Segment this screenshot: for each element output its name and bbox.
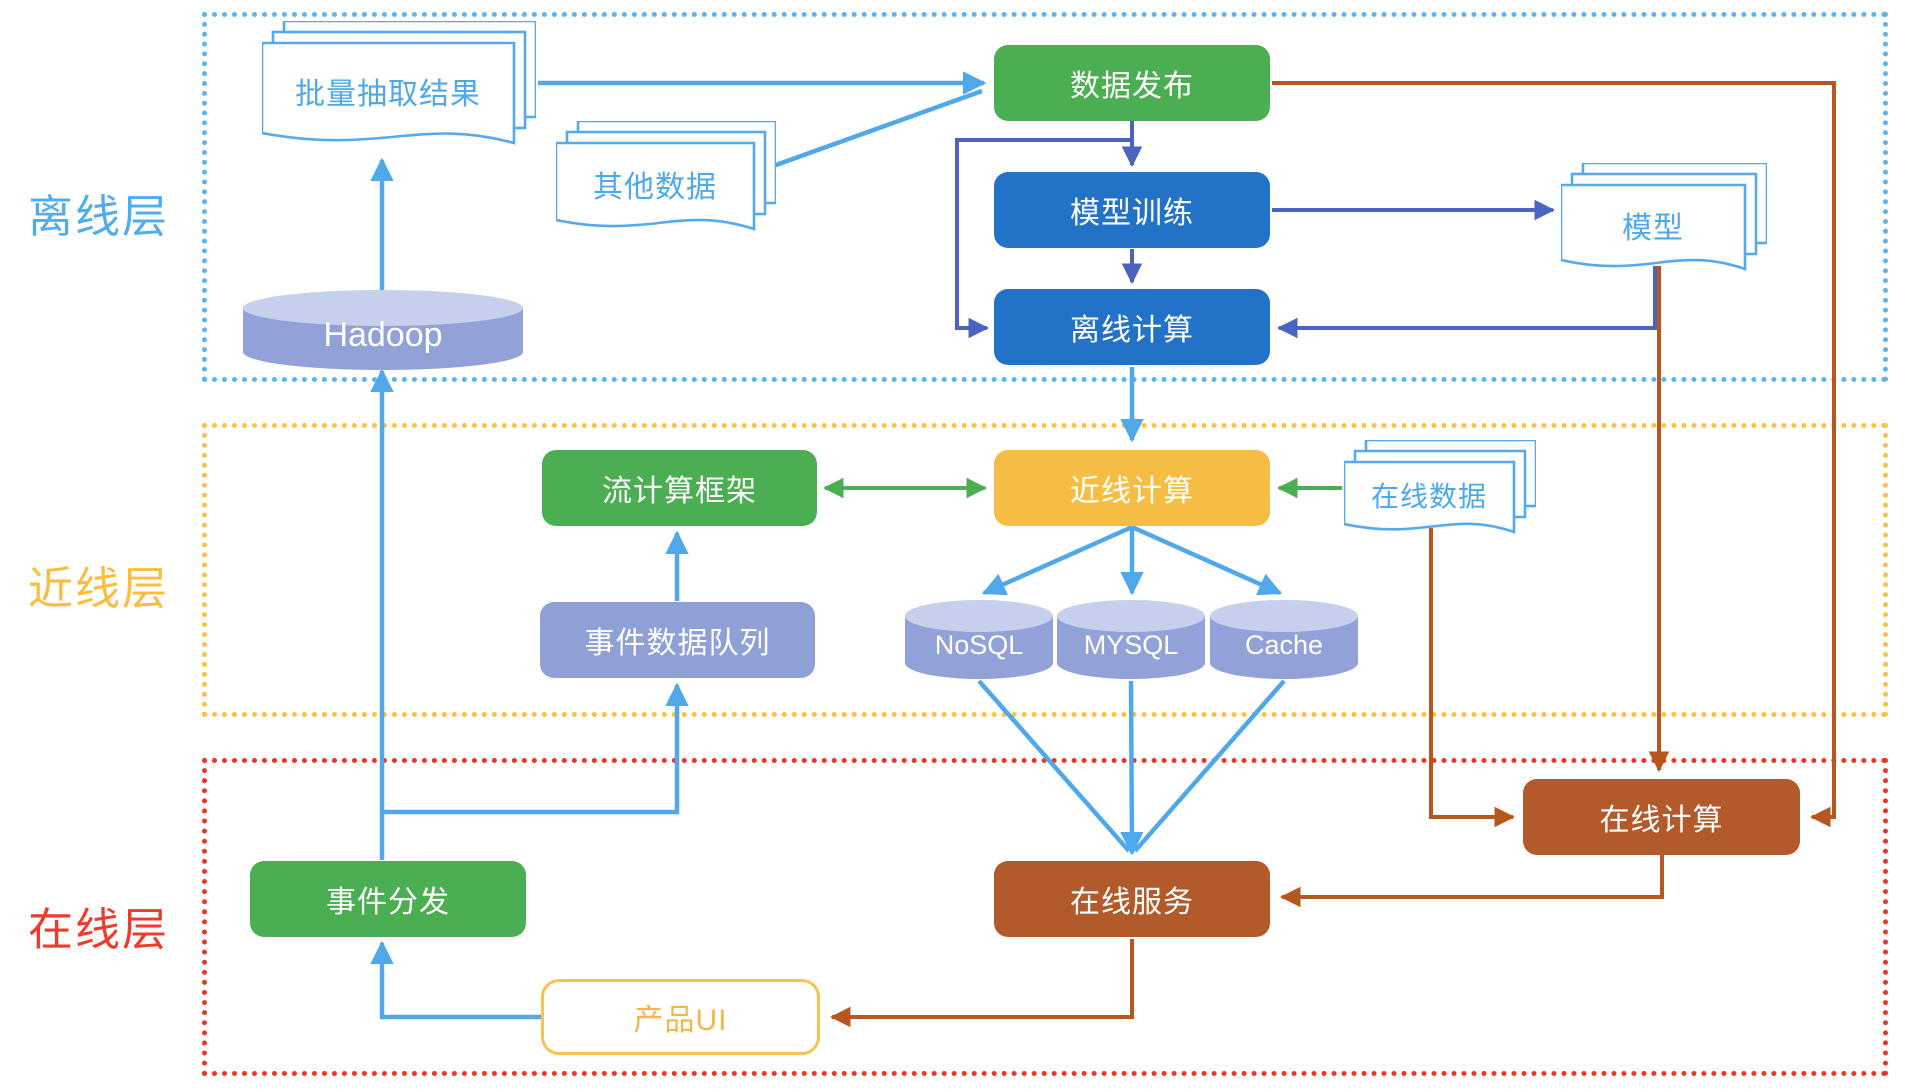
edge-otherdata-datapublish bbox=[761, 88, 983, 173]
node-product-ui: 产品UI bbox=[541, 979, 820, 1055]
database-cylinder-icon bbox=[905, 600, 1053, 679]
database-cylinder-icon bbox=[1057, 600, 1205, 679]
edge-nearline-nosql bbox=[981, 524, 1133, 596]
node-online-data: 在线数据 bbox=[1342, 438, 1538, 550]
offline-layer-boundary bbox=[202, 12, 1888, 382]
database-cylinder-icon bbox=[243, 290, 523, 370]
node-data-publish: 数据发布 bbox=[994, 45, 1270, 121]
node-label: 其他数据 bbox=[593, 171, 717, 204]
edge-mysql-onlineservice bbox=[1120, 680, 1144, 856]
document-stack-icon bbox=[260, 19, 538, 145]
node-model: 模型 bbox=[1559, 161, 1769, 287]
edge-onlinedata-onlinecompute bbox=[1429, 528, 1516, 828]
node-nosql: NoSQL bbox=[905, 600, 1053, 680]
node-cache: Cache bbox=[1210, 600, 1358, 680]
nearline-layer-label: 近线层 bbox=[28, 563, 170, 614]
node-label: 在线数据 bbox=[1370, 481, 1487, 512]
edge-datapublish-onlinecompute bbox=[1272, 81, 1836, 828]
edge-productui-eventdispatch bbox=[370, 940, 541, 1020]
node-other-data: 其他数据 bbox=[554, 119, 778, 247]
edge-nosql-onlineservice bbox=[977, 679, 1131, 853]
node-batch-extract-result: 批量抽取结果 bbox=[260, 19, 538, 163]
node-nearline-compute: 近线计算 bbox=[994, 450, 1270, 526]
node-model-training: 模型训练 bbox=[994, 172, 1270, 248]
online-layer-boundary bbox=[202, 758, 1888, 1076]
nearline-layer-boundary bbox=[202, 423, 1888, 717]
edge-nearline-cache bbox=[1131, 524, 1283, 596]
document-stack-icon bbox=[1342, 438, 1538, 534]
node-mysql: MYSQL bbox=[1057, 600, 1205, 680]
node-online-service: 在线服务 bbox=[994, 861, 1270, 937]
node-event-queue: 事件数据队列 bbox=[540, 602, 815, 678]
node-stream-framework: 流计算框架 bbox=[542, 450, 817, 526]
node-hadoop: Hadoop bbox=[243, 290, 523, 370]
offline-layer-label: 离线层 bbox=[28, 191, 170, 242]
edge-eventdispatch-eventqueue bbox=[382, 682, 689, 815]
node-label: 模型 bbox=[1622, 212, 1684, 245]
edge-model-offlinecompute bbox=[1276, 266, 1657, 339]
node-online-compute: 在线计算 bbox=[1523, 779, 1800, 855]
node-label: 批量抽取结果 bbox=[295, 78, 481, 111]
document-stack-icon bbox=[1559, 161, 1769, 271]
node-label: Cache bbox=[1244, 629, 1324, 660]
edge-datapublish-offlinecompute bbox=[955, 138, 1132, 339]
node-label: Hadoop bbox=[323, 315, 443, 354]
node-label: NoSQL bbox=[934, 629, 1024, 660]
database-cylinder-icon bbox=[1210, 600, 1358, 679]
edge-onlinecompute-onlineservice bbox=[1279, 855, 1664, 908]
node-offline-compute: 离线计算 bbox=[994, 289, 1270, 365]
node-event-dispatch: 事件分发 bbox=[250, 861, 526, 937]
edge-cache-onlineservice bbox=[1133, 679, 1286, 853]
edge-onlineservice-productui bbox=[829, 939, 1134, 1028]
node-label: MYSQL bbox=[1083, 629, 1179, 660]
online-layer-label: 在线层 bbox=[28, 904, 170, 955]
